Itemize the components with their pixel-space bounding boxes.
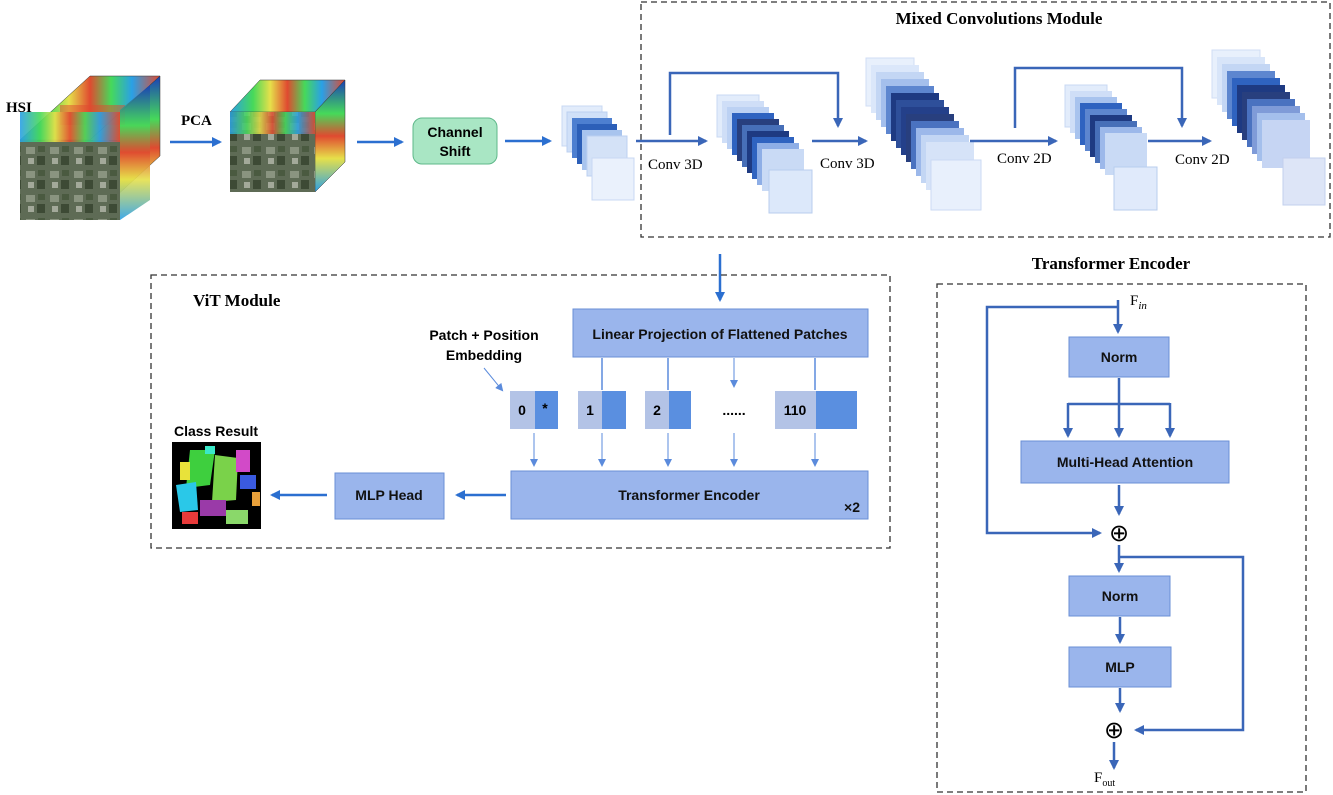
te-norm1-box: Norm: [1068, 336, 1170, 378]
skip-connection-2: [1013, 66, 1187, 128]
te-add2-symbol: ⊕: [1104, 716, 1124, 744]
conv2d-1-label: Conv 2D: [997, 151, 1052, 167]
token-ellipsis: ......: [722, 402, 745, 418]
te-norm2-label: Norm: [1102, 588, 1139, 604]
channel-shift-line2: Shift: [439, 143, 470, 159]
te-norm1-label: Norm: [1101, 349, 1138, 365]
te-residual-2: [1119, 555, 1245, 735]
channel-shift-box: Channel Shift: [412, 117, 498, 165]
f-out-label: Fout: [1094, 770, 1115, 789]
te-detail-frame: [936, 283, 1307, 793]
patch-position-line1: Patch + Position: [429, 327, 538, 343]
skip-connection-1: [668, 71, 843, 135]
mlp-head-label: MLP Head: [355, 487, 422, 503]
conv2d-2-label: Conv 2D: [1175, 152, 1230, 168]
conv3d-2-label: Conv 3D: [820, 156, 875, 172]
vit-module-frame: [150, 274, 891, 549]
token-1-label: 1: [586, 402, 594, 418]
token-110-label: 110: [784, 402, 807, 418]
token-0-label: 0: [518, 402, 526, 418]
mixed-conv-module-frame: [640, 1, 1331, 238]
mixed-conv-title: Mixed Convolutions Module: [896, 9, 1103, 28]
patch-embedding-pointer: [483, 367, 504, 392]
class-result-label: Class Result: [174, 423, 258, 439]
token-110: 110: [775, 391, 857, 429]
mlp-head-box: MLP Head: [334, 472, 445, 520]
input-feature-stack: [561, 105, 635, 201]
f-in-label: Fin: [1130, 293, 1147, 312]
transformer-encoder-label: Transformer Encoder: [618, 487, 760, 503]
token-cls-label: *: [542, 400, 548, 416]
encoder-repeat-label: ×2: [844, 499, 860, 515]
token-1: 1: [578, 391, 626, 429]
patch-position-line2: Embedding: [446, 347, 522, 363]
pca-label: PCA: [181, 113, 212, 129]
vit-title: ViT Module: [193, 291, 281, 310]
te-mlp-box: MLP: [1068, 646, 1172, 688]
linear-projection-box: Linear Projection of Flattened Patches: [572, 308, 869, 358]
linear-projection-label: Linear Projection of Flattened Patches: [592, 326, 847, 342]
token-2-label: 2: [653, 402, 661, 418]
te-mha-label: Multi-Head Attention: [1057, 454, 1193, 470]
conv3d-1-label: Conv 3D: [648, 157, 703, 173]
conv2d-1-feature-stack: [1064, 84, 1158, 211]
te-norm2-box: Norm: [1068, 575, 1171, 617]
channel-shift-line1: Channel: [427, 124, 482, 140]
transformer-encoder-box: Transformer Encoder ×2: [510, 470, 869, 520]
te-residual-1: [985, 305, 1118, 538]
te-mlp-label: MLP: [1105, 659, 1135, 675]
pca-cube: [229, 79, 346, 193]
conv3d-2-feature-stack: [865, 57, 982, 211]
token-0: 0 *: [510, 391, 558, 429]
te-mha-box: Multi-Head Attention: [1020, 440, 1230, 484]
te-detail-title: Transformer Encoder: [1032, 254, 1191, 273]
te-add1-symbol: ⊕: [1109, 519, 1129, 547]
conv3d-1-feature-stack: [716, 94, 813, 214]
class-result-map: [172, 442, 261, 529]
hsi-cube: [19, 75, 161, 221]
hsi-label: HSI: [6, 100, 32, 116]
token-2: 2: [645, 391, 691, 429]
conv2d-2-feature-stack: [1211, 49, 1326, 206]
